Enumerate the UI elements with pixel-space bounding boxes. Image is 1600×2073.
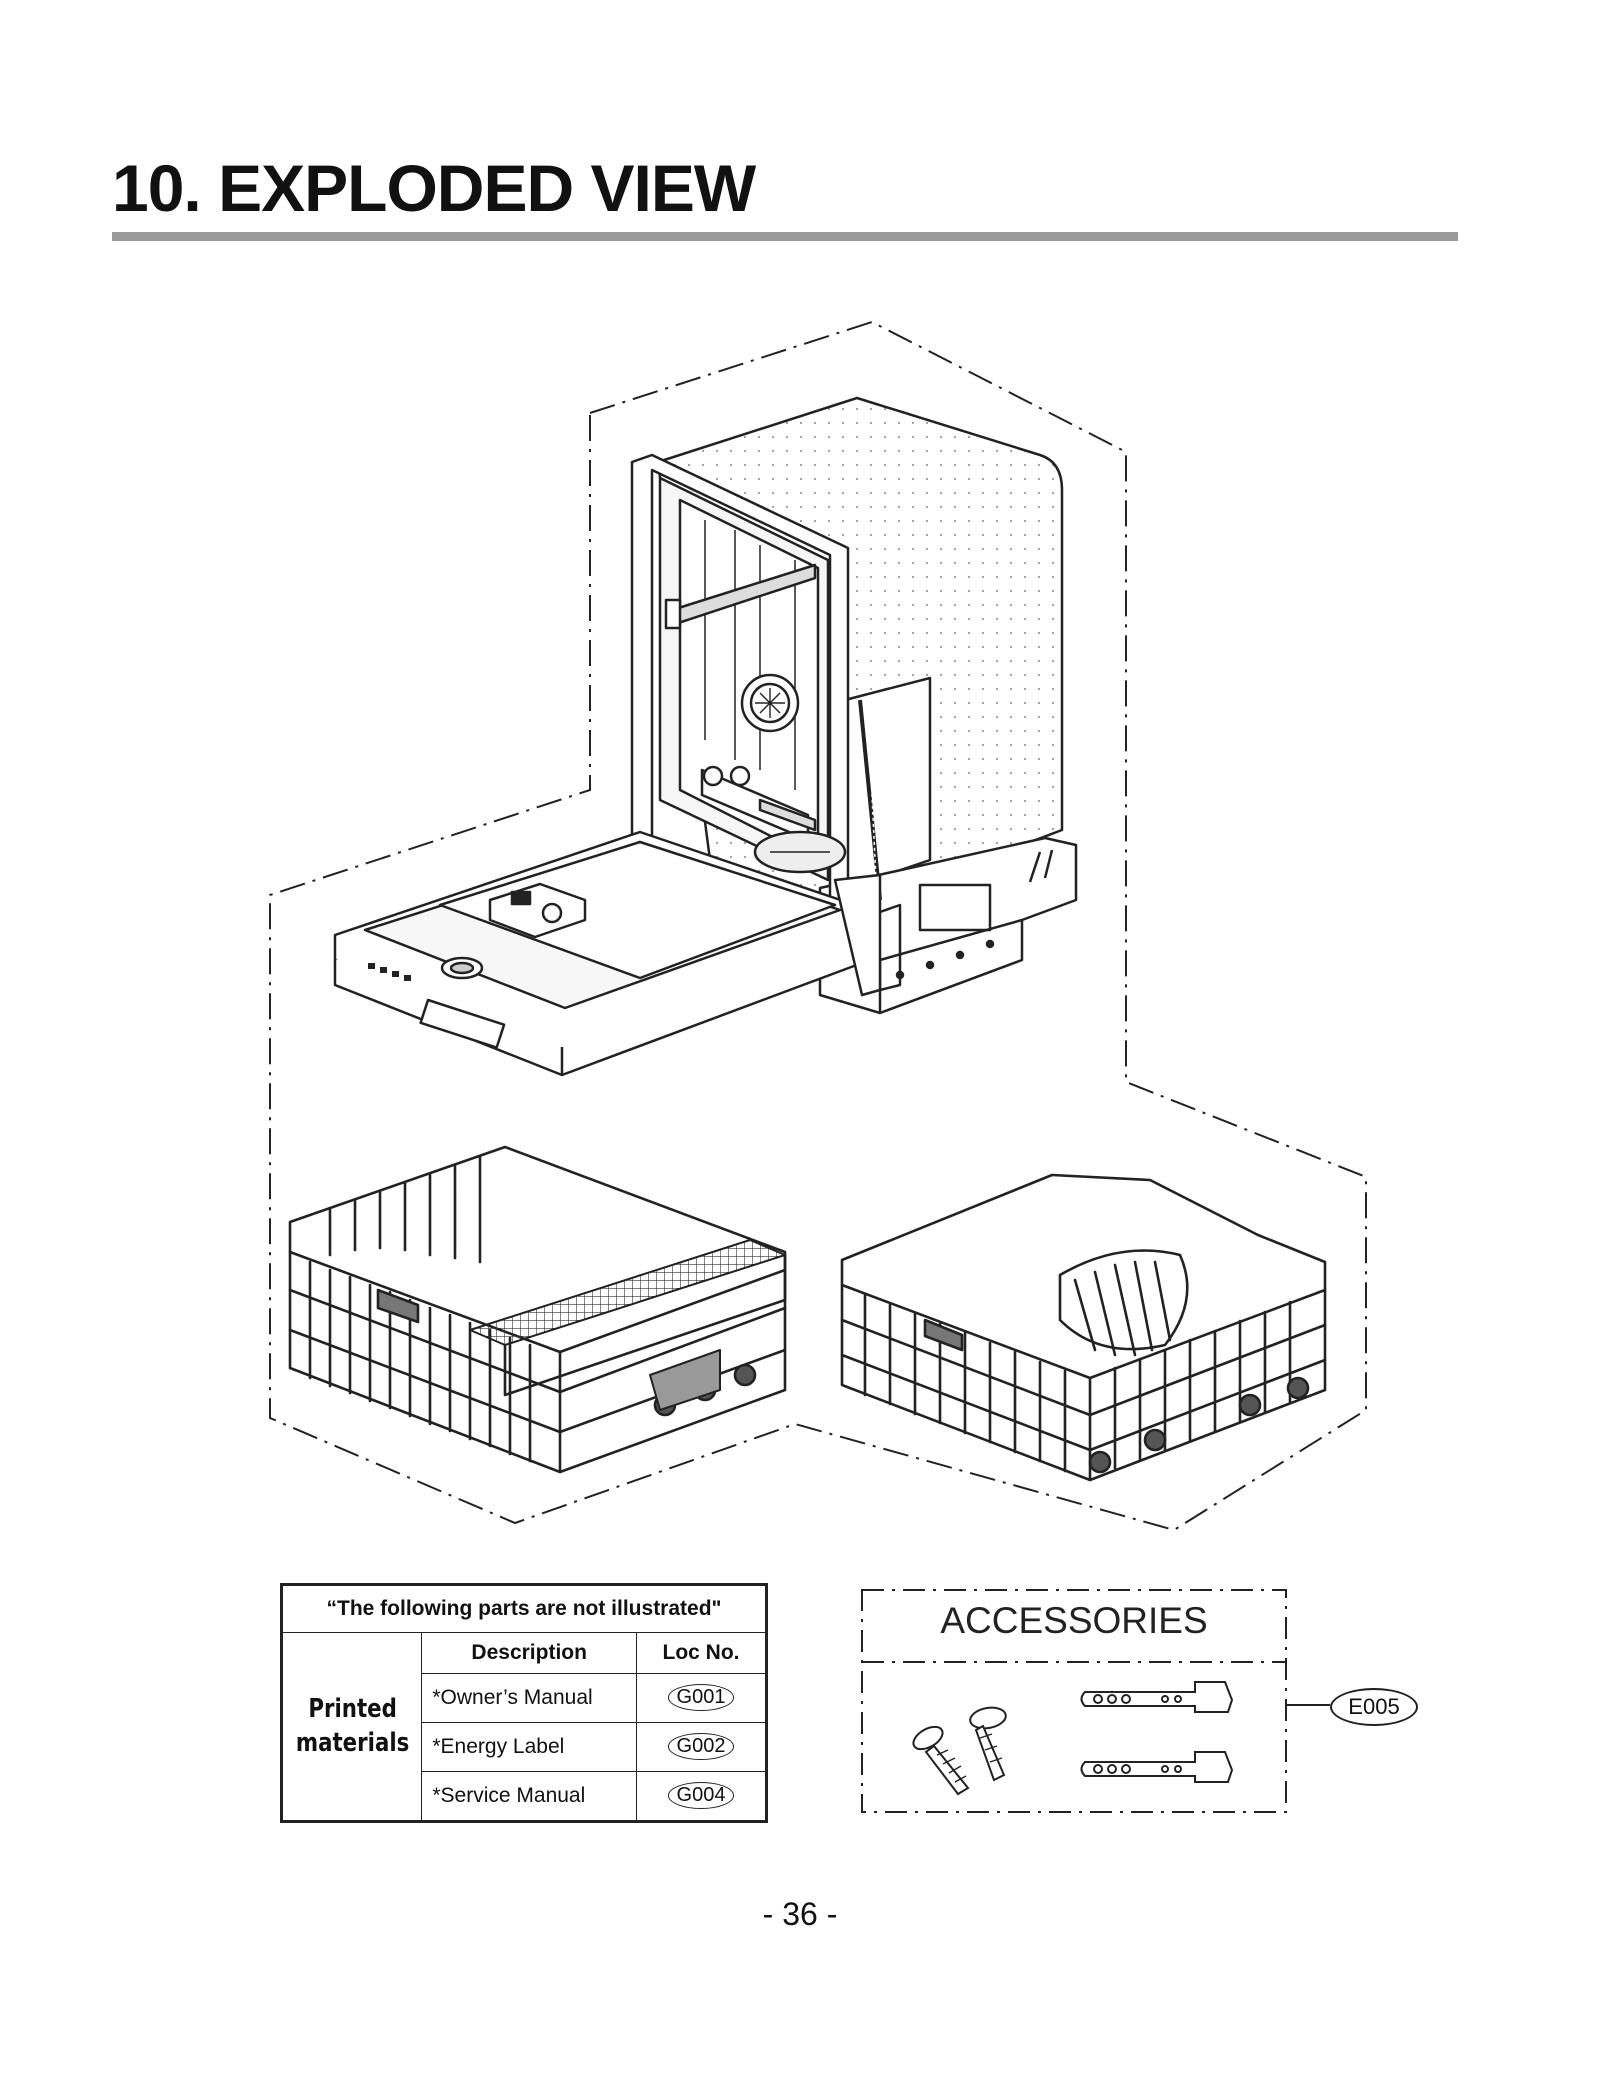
- row-description: *Energy Label: [421, 1721, 637, 1772]
- accessories-title: ACCESSORIES: [940, 1600, 1208, 1641]
- screw-icons: [912, 1706, 1007, 1796]
- assembly-boundary: [269, 320, 1367, 1532]
- row-description: *Service Manual: [421, 1770, 637, 1823]
- page-number: - 36 -: [762, 1896, 838, 1932]
- not-illustrated-note: “The following parts are not illustrated…: [281, 1583, 767, 1634]
- accessories-box: [861, 1589, 1330, 1813]
- door-assembly: [333, 830, 902, 1077]
- loc-code: G001: [667, 1684, 735, 1712]
- row-loc-cell: G004: [636, 1770, 767, 1823]
- lower-rack: [288, 1145, 787, 1474]
- page-title: 10. EXPLODED VIEW: [112, 151, 756, 225]
- loc-code: G004: [667, 1782, 735, 1810]
- printed-materials-label: Printed materials: [295, 1693, 409, 1758]
- upper-rack: [840, 1173, 1327, 1482]
- row-loc-cell: G001: [636, 1672, 767, 1723]
- row-description: *Owner’s Manual: [421, 1672, 637, 1723]
- not-illustrated-parts-table: “The following parts are not illustrated…: [280, 1583, 768, 1823]
- table-row: *Owner’s Manual G001: [282, 1672, 767, 1723]
- description-header: Description: [421, 1632, 637, 1674]
- group-label-cell: Printed materials: [293, 1632, 410, 1822]
- table-row: *Energy Label G002: [282, 1721, 767, 1772]
- row-loc-cell: G002: [636, 1721, 767, 1772]
- tub-assembly: [630, 396, 1078, 1015]
- loc-no-header: Loc No.: [636, 1632, 767, 1674]
- title-rule: [112, 232, 1458, 241]
- bracket-icons: [1080, 1681, 1234, 1783]
- table-row: *Service Manual G004: [282, 1770, 767, 1823]
- loc-code: G002: [667, 1733, 735, 1761]
- accessories-callout: E005: [1330, 1688, 1418, 1726]
